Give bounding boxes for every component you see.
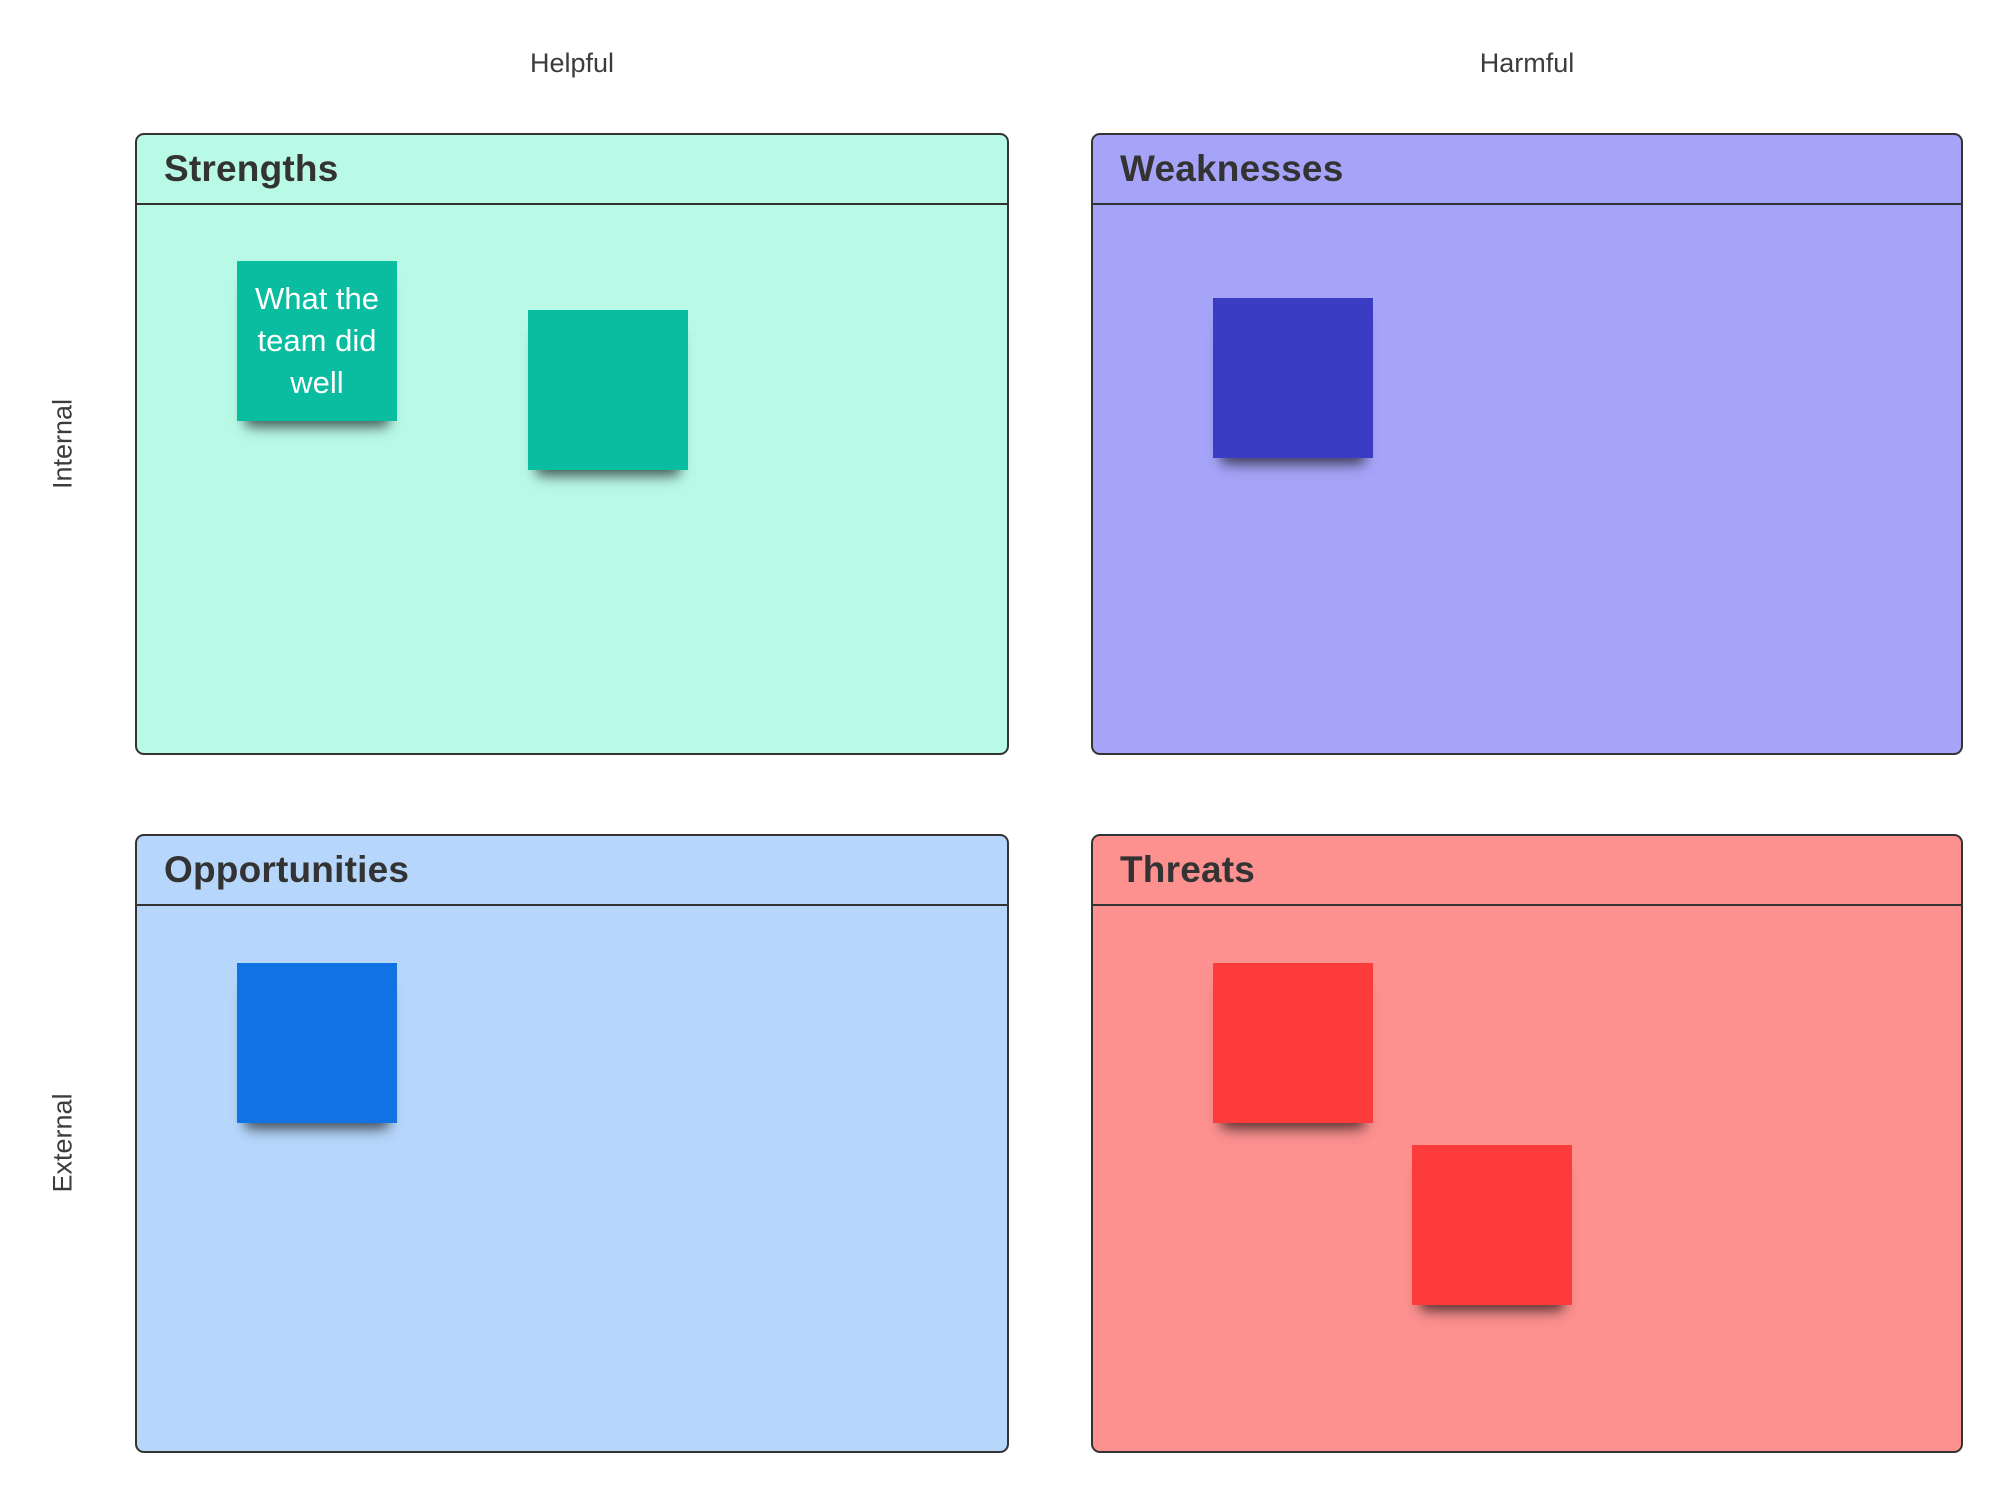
quadrant-weaknesses-title: Weaknesses xyxy=(1093,135,1961,205)
sticky-note[interactable] xyxy=(1412,1145,1572,1305)
quadrant-opportunities[interactable]: Opportunities xyxy=(135,834,1009,1453)
axis-label-helpful: Helpful xyxy=(529,48,615,78)
sticky-note[interactable]: What the team did well xyxy=(237,261,397,421)
quadrant-threats[interactable]: Threats xyxy=(1091,834,1963,1453)
quadrant-opportunities-title: Opportunities xyxy=(137,836,1007,906)
sticky-note[interactable] xyxy=(237,963,397,1123)
sticky-note[interactable] xyxy=(1213,963,1373,1123)
quadrant-weaknesses-body xyxy=(1093,205,1961,751)
sticky-note[interactable] xyxy=(528,310,688,470)
quadrant-opportunities-body xyxy=(137,906,1007,1449)
quadrant-strengths-body: What the team did well xyxy=(137,205,1007,751)
sticky-note[interactable] xyxy=(1213,298,1373,458)
axis-label-external: External xyxy=(47,1093,78,1193)
quadrant-strengths[interactable]: Strengths What the team did well xyxy=(135,133,1009,755)
quadrant-strengths-title: Strengths xyxy=(137,135,1007,205)
quadrant-weaknesses[interactable]: Weaknesses xyxy=(1091,133,1963,755)
axis-label-harmful: Harmful xyxy=(1479,48,1575,78)
quadrant-threats-body xyxy=(1093,906,1961,1449)
quadrant-threats-title: Threats xyxy=(1093,836,1961,906)
axis-label-internal: Internal xyxy=(47,398,78,490)
